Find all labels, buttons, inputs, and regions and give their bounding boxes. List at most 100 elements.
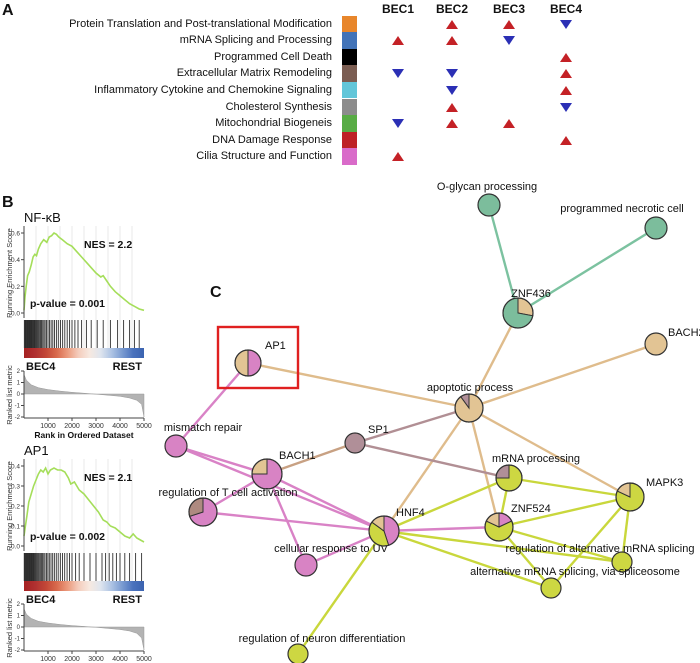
network-edge [498,525,623,564]
network-node-mismatch: mismatch repair [164,422,243,458]
x-axis-label: Rank in Ordered Dataset [34,430,133,440]
network-node-label: regulation of T cell activation [158,487,297,499]
network-node-tcell: regulation of T cell activation [158,487,298,527]
svg-text:2000: 2000 [64,656,80,663]
network-node-label: BACH2 [668,327,700,339]
network-edge [383,476,510,533]
pathway-color-swatch [342,32,357,49]
network-edge [487,204,520,314]
svg-text:-1: -1 [15,404,21,410]
pathway-row-label: Programmed Cell Death [214,50,332,63]
network-node-label: mRNA processing [492,453,580,465]
pathway-color-swatch [342,98,357,116]
svg-text:0: 0 [17,392,21,398]
network-node-label: apoptotic process [427,382,514,394]
triangle-up-icon [503,19,515,29]
network-node-hnf4: HNF4 [368,507,425,547]
network-edge [202,510,385,533]
network-edge [468,342,657,410]
svg-text:2: 2 [17,602,21,608]
svg-text:-2: -2 [15,648,21,654]
network-edge [517,226,657,315]
svg-text:0.1: 0.1 [11,524,20,531]
triangle-down-icon [503,36,515,46]
network-edge [383,407,470,532]
svg-text:2000: 2000 [64,423,80,430]
triangle-up-icon [446,119,458,129]
network-edge [383,529,623,564]
network-edge [266,472,385,533]
network-edge [550,496,631,589]
pathway-row-label: Inflammatory Cytokine and Chemokine Sign… [94,83,332,96]
panel-c-label: C [210,284,222,301]
y-axis-label-2: Ranked list metric [6,598,14,658]
pathway-row-label: Cilia Structure and Function [196,150,332,163]
svg-text:0.2: 0.2 [11,504,20,511]
network-node-label: cellular response to UV [274,543,388,555]
network-edge [175,444,268,476]
pathway-color-swatch [342,131,357,149]
network-node-splice: alternative mRNA splicing, via spliceoso… [470,566,680,599]
triangle-up-icon [392,36,404,46]
network-node-necrotic: programmed necrotic cell [560,203,684,240]
network-node-apoptotic: apoptotic process [427,382,514,423]
nes-value: NES = 2.2 [84,239,132,251]
network-edge [175,444,385,533]
network-node-label: mismatch repair [164,422,243,434]
triangle-up-icon [560,135,572,145]
network-edge [265,473,308,566]
y-axis-label-2: Ranked list metric [6,365,14,425]
triangle-down-icon [392,69,404,79]
network-edge [467,312,520,409]
network-node-oglycan: O-glycan processing [437,181,537,217]
gsea-title: NF-κB [24,210,61,225]
network-node-mrnaproc: mRNA processing [492,453,580,492]
svg-text:0.4: 0.4 [11,464,20,471]
svg-text:1: 1 [17,381,21,387]
panel-a-col-header: BEC2 [435,2,468,16]
panel-a-col-header: BEC1 [381,2,414,16]
triangle-up-icon [503,119,515,129]
network-node-regalt: regulation of alternative mRNA splicing [506,543,694,573]
panel-a-col-header: BEC4 [549,2,582,16]
ap1-highlight-box [216,325,300,390]
rank-colorbar [24,581,144,591]
panel-a-label: A [2,2,14,19]
network-node-neuron: regulation of neuron differentiation [239,633,405,663]
triangle-down-icon [560,102,572,112]
network-node-ap1: AP1 [234,340,286,377]
pathway-color-swatch [342,148,357,165]
network-node-znf524: ZNF524 [484,503,551,542]
group-left-label: BEC4 [26,361,56,373]
network-node-label: MAPK3 [646,477,683,489]
svg-text:4000: 4000 [112,423,128,430]
pathway-color-swatch [342,48,357,66]
pathway-row-label: Mitochondrial Biogeneis [215,117,332,130]
triangle-up-icon [392,152,404,162]
panel-b-label: B [2,194,14,211]
nes-value: NES = 2.1 [84,472,132,484]
svg-text:0.6: 0.6 [11,231,20,238]
pathway-color-swatch [342,65,357,82]
network-node-bach1: BACH1 [251,450,316,490]
network-node-label: SP1 [368,424,389,436]
network-node-label: AP1 [265,340,286,352]
group-right-label: REST [113,594,143,606]
network-node-label: programmed necrotic cell [560,203,684,215]
triangle-up-icon [446,36,458,46]
group-right-label: REST [113,361,143,373]
network-node-label: ZNF436 [511,288,551,300]
y-axis-label: Running Enrichment Score [6,228,14,318]
triangle-down-icon [392,119,404,129]
network-node-label: ZNF524 [511,503,551,515]
p-value: p-value = 0.001 [30,298,105,310]
network-node-uv: cellular response to UV [274,543,389,577]
svg-text:0.3: 0.3 [11,484,20,491]
pathway-color-swatch [342,15,357,33]
svg-text:1000: 1000 [40,423,56,430]
pathway-row-label: Extracellular Matrix Remodeling [176,67,332,80]
pathway-row-label: mRNA Splicing and Processing [179,34,332,47]
ranked-metric-area [23,608,145,651]
network-node-sp1: SP1 [344,424,389,454]
svg-text:0.0: 0.0 [11,544,20,551]
